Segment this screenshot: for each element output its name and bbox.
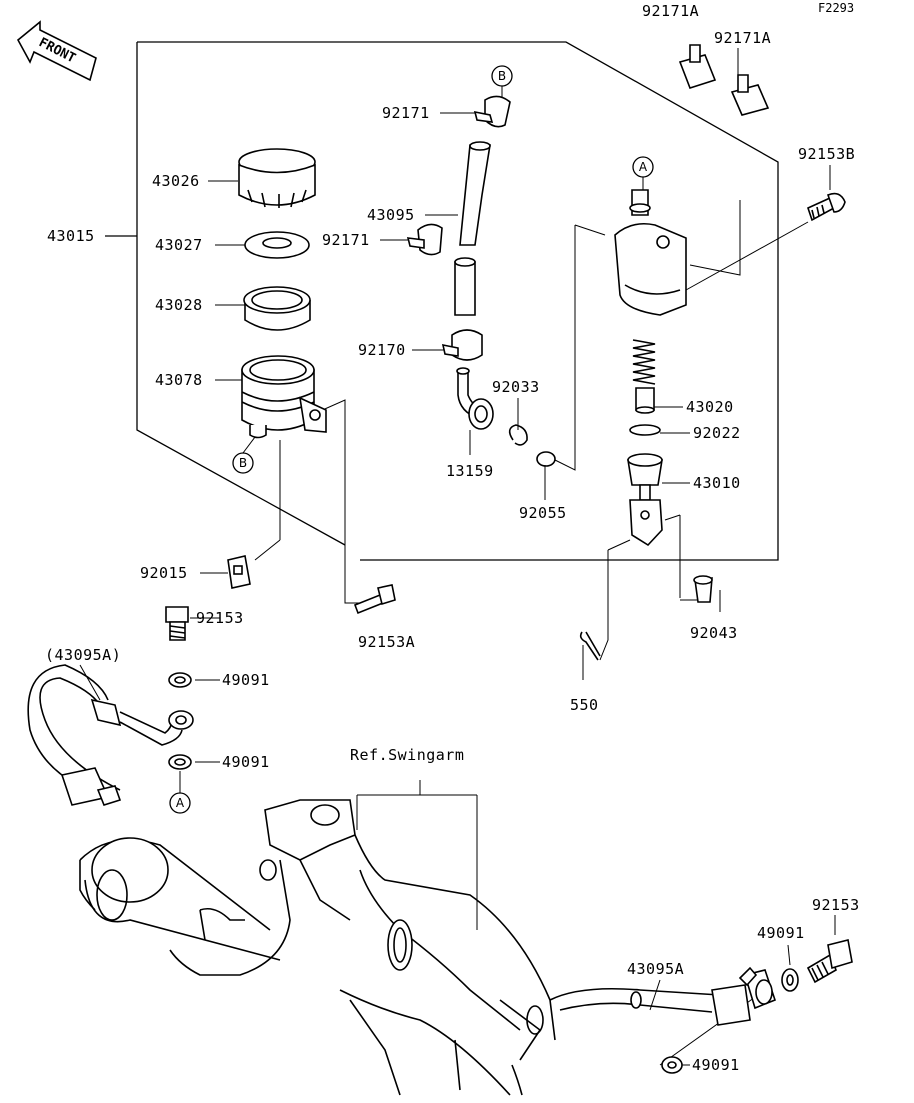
hose-43095 bbox=[454, 141, 491, 316]
clamp-92170 bbox=[441, 329, 483, 361]
label-49091-a: 49091 bbox=[222, 671, 270, 689]
label-43078: 43078 bbox=[155, 371, 203, 389]
master-cylinder-43015 bbox=[614, 189, 687, 316]
callout-b-bottom: B bbox=[232, 436, 256, 474]
o-ring-92055 bbox=[536, 451, 556, 467]
label-92043: 92043 bbox=[690, 624, 738, 642]
label-43010: 43010 bbox=[693, 474, 741, 492]
label-49091-bottom: 49091 bbox=[692, 1056, 740, 1074]
brake-hose-left-43095A bbox=[27, 664, 194, 806]
diagram-code: F2293 bbox=[818, 1, 854, 15]
circlip-92022 bbox=[629, 424, 661, 436]
label-92153A: 92153A bbox=[358, 633, 415, 651]
svg-text:B: B bbox=[498, 69, 506, 83]
banjo-bolt-92153-right bbox=[806, 939, 853, 984]
diaphragm-plate-43027 bbox=[244, 231, 310, 259]
bolt-92153B bbox=[807, 192, 846, 222]
brake-hose-right-43095A bbox=[549, 966, 776, 1026]
label-92171A-second: 92171A bbox=[714, 29, 771, 47]
label-43026: 43026 bbox=[152, 172, 200, 190]
label-49091-b: 49091 bbox=[222, 753, 270, 771]
svg-text:A: A bbox=[639, 160, 648, 174]
clamp-92171-lower bbox=[406, 223, 443, 256]
diaphragm-43028 bbox=[243, 286, 311, 331]
label-13159: 13159 bbox=[446, 462, 494, 480]
label-43095A-paren: (43095A) bbox=[45, 646, 121, 664]
label-ref-swingarm: Ref.Swingarm bbox=[350, 746, 464, 764]
label-43028: 43028 bbox=[155, 296, 203, 314]
label-92171A-top: 92171A bbox=[642, 2, 699, 20]
label-92153B: 92153B bbox=[798, 145, 855, 163]
washer-49091-lower bbox=[168, 754, 192, 770]
svg-text:A: A bbox=[176, 796, 185, 810]
bolt-92153A bbox=[353, 584, 396, 615]
label-92171-upper: 92171 bbox=[382, 104, 430, 122]
callout-a-bottom: A bbox=[169, 771, 191, 814]
leader-lines bbox=[79, 48, 836, 1066]
clamps-92171A bbox=[678, 44, 770, 116]
label-92153: 92153 bbox=[196, 609, 244, 627]
fitting-13159 bbox=[456, 367, 494, 430]
label-43095A: 43095A bbox=[627, 960, 684, 978]
cotter-pin-550 bbox=[579, 631, 601, 661]
label-43095: 43095 bbox=[367, 206, 415, 224]
label-43015: 43015 bbox=[47, 227, 95, 245]
label-92171-lower: 92171 bbox=[322, 231, 370, 249]
pin-92043 bbox=[693, 575, 713, 603]
push-rod-43010 bbox=[627, 453, 663, 547]
reservoir-43078 bbox=[241, 355, 327, 439]
label-92022: 92022 bbox=[693, 424, 741, 442]
label-49091-right: 49091 bbox=[757, 924, 805, 942]
washer-49091-right bbox=[781, 968, 799, 992]
svg-text:B: B bbox=[239, 456, 247, 470]
label-550: 550 bbox=[570, 696, 599, 714]
washer-49091-upper bbox=[168, 672, 192, 688]
label-43020: 43020 bbox=[686, 398, 734, 416]
washer-49091-bottom bbox=[661, 1056, 683, 1074]
reservoir-cap-43026 bbox=[238, 148, 316, 208]
clip-92015 bbox=[227, 555, 251, 589]
assembly-boundary bbox=[105, 41, 779, 561]
front-arrow-icon: FRONT bbox=[16, 20, 97, 82]
label-92033: 92033 bbox=[492, 378, 540, 396]
label-92170: 92170 bbox=[358, 341, 406, 359]
label-92055: 92055 bbox=[519, 504, 567, 522]
label-92015: 92015 bbox=[140, 564, 188, 582]
label-43027: 43027 bbox=[155, 236, 203, 254]
clamp-92171-upper bbox=[473, 95, 511, 128]
spring-43020 bbox=[632, 339, 656, 414]
swingarm-reference bbox=[79, 799, 556, 1096]
callout-b-top: B bbox=[491, 65, 513, 97]
circlip-92033 bbox=[508, 424, 528, 446]
callout-a-top: A bbox=[632, 156, 654, 190]
label-92153-right: 92153 bbox=[812, 896, 860, 914]
banjo-bolt-92153 bbox=[165, 606, 189, 641]
